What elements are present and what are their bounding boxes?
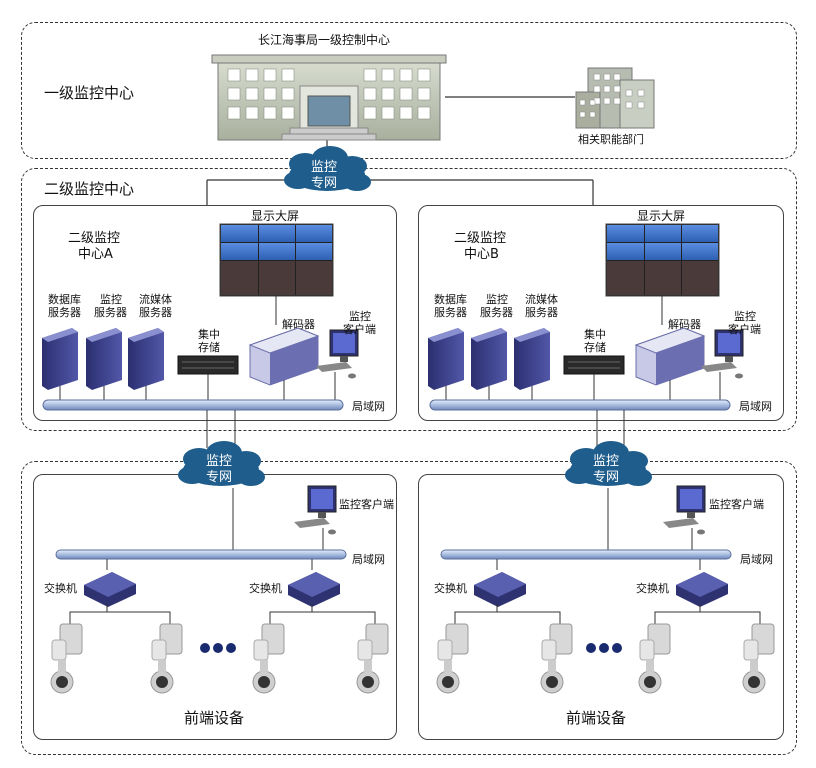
frontend-lan-b-label: 局域网 [740, 553, 773, 566]
control-center-building [211, 54, 447, 141]
switch-b2-label: 交换机 [636, 582, 669, 595]
lan-bus-a [42, 399, 344, 411]
frontend-client-a-label: 监控客户端 [339, 498, 394, 511]
server-stream-a-line2: 服务器 [139, 306, 172, 319]
frontend-b-title: 前端设备 [566, 709, 627, 727]
server-db-b-line1: 数据库 [434, 293, 467, 306]
level2-title: 二级监控中心 [44, 180, 135, 198]
storage-a-line1: 集中 [198, 328, 220, 341]
frontend-group-b-panel [418, 474, 784, 740]
server-mon-a-line2: 服务器 [94, 306, 127, 319]
center-b-name-line2: 中心B [464, 247, 499, 262]
lan-b-label: 局域网 [739, 400, 772, 413]
center-a-name-line2: 中心A [78, 247, 113, 262]
storage-a [177, 355, 239, 375]
client-b-line2: 客户端 [728, 323, 761, 336]
decoder-a [248, 327, 320, 386]
video-wall-a [219, 223, 334, 297]
screen-label-a: 显示大屏 [251, 209, 300, 223]
cloud-top-line1: 监控 [311, 160, 338, 175]
client-a-line1: 监控 [349, 310, 371, 323]
server-db-a-line2: 服务器 [48, 306, 81, 319]
storage-b-line2: 存储 [584, 341, 606, 354]
server-mon-b-line2: 服务器 [480, 306, 513, 319]
center-b-name-line1: 二级监控 [454, 231, 507, 246]
switch-b2 [676, 572, 728, 607]
server-db-a-line1: 数据库 [48, 293, 81, 306]
dept-caption: 相关职能部门 [578, 133, 644, 146]
lan-a-label: 局域网 [352, 400, 385, 413]
decoder-a-label: 解码器 [282, 318, 315, 331]
video-wall-b [605, 223, 720, 297]
server-stream-b-line2: 服务器 [525, 306, 558, 319]
switch-b1-label: 交换机 [434, 582, 467, 595]
screen-label-b: 显示大屏 [637, 209, 686, 223]
cloud-top-line2: 专网 [311, 176, 338, 191]
frontend-lan-a-label: 局域网 [352, 553, 385, 566]
camera-icons [50, 623, 775, 694]
client-b-line1: 监控 [734, 310, 756, 323]
servers-a [42, 328, 164, 390]
switch-a1 [84, 572, 136, 607]
level1-zone [21, 22, 797, 159]
server-db-b-line2: 服务器 [434, 306, 467, 319]
client-pc-b [701, 329, 744, 379]
servers-b [428, 328, 550, 390]
frontend-client-b-label: 监控客户端 [709, 498, 764, 511]
cloud-frontend-b [565, 441, 652, 486]
server-mon-b-line1: 监控 [486, 293, 508, 306]
level2-zone [21, 168, 797, 431]
switch-a2-label: 交换机 [249, 582, 282, 595]
building-caption: 长江海事局一级控制中心 [258, 33, 391, 47]
server-mon-a-line1: 监控 [100, 293, 122, 306]
server-stream-a-line1: 流媒体 [139, 293, 172, 306]
level1-title: 一级监控中心 [44, 84, 135, 102]
center-a-name-line1: 二级监控 [68, 231, 121, 246]
storage-a-line2: 存储 [198, 341, 220, 354]
frontend-zone [21, 461, 797, 755]
decoder-b [634, 327, 706, 386]
cloud-top [284, 146, 371, 191]
cloud-b-line1: 监控 [593, 454, 620, 469]
switch-a2 [288, 572, 340, 607]
cloud-frontend-a [178, 441, 265, 486]
decoder-b-label: 解码器 [668, 318, 701, 331]
switch-b1 [474, 572, 526, 607]
storage-b-line1: 集中 [584, 328, 606, 341]
switch-a1-label: 交换机 [44, 582, 77, 595]
frontend-group-a-panel [33, 474, 397, 740]
server-stream-b-line1: 流媒体 [525, 293, 558, 306]
department-building [575, 67, 655, 129]
storage-b [563, 355, 625, 375]
cloud-a-line2: 专网 [206, 470, 233, 485]
frontend-client-b [663, 485, 706, 535]
client-a-line2: 客户端 [343, 323, 376, 336]
frontend-client-a [294, 485, 337, 535]
client-pc-a [316, 329, 359, 379]
more-cameras-dots [200, 643, 622, 653]
frontend-a-title: 前端设备 [184, 709, 245, 727]
frontend-lan-b [440, 549, 732, 560]
lan-bus-b [429, 399, 731, 411]
cloud-b-line2: 专网 [593, 470, 620, 485]
cloud-a-line1: 监控 [206, 454, 233, 469]
frontend-lan-a [55, 549, 347, 560]
